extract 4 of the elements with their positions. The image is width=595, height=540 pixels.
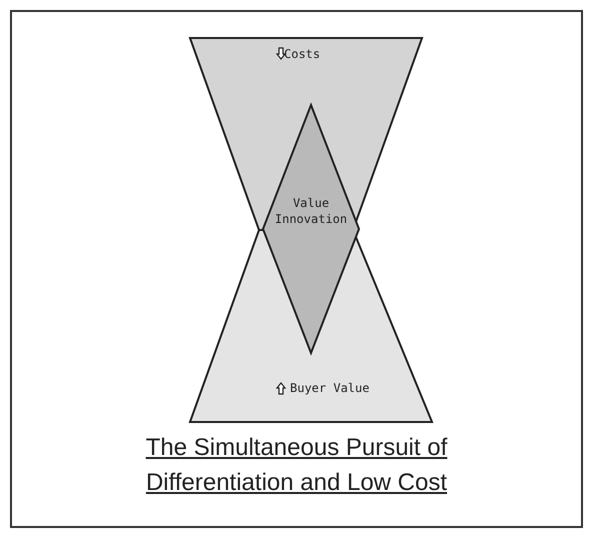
shape-label: Buyer Value	[290, 380, 370, 396]
caption: The Simultaneous Pursuit of Differentiation and Low Cost	[144, 433, 448, 498]
shape-label: Costs	[284, 46, 322, 62]
shape-label: Value Innovation	[274, 195, 348, 227]
